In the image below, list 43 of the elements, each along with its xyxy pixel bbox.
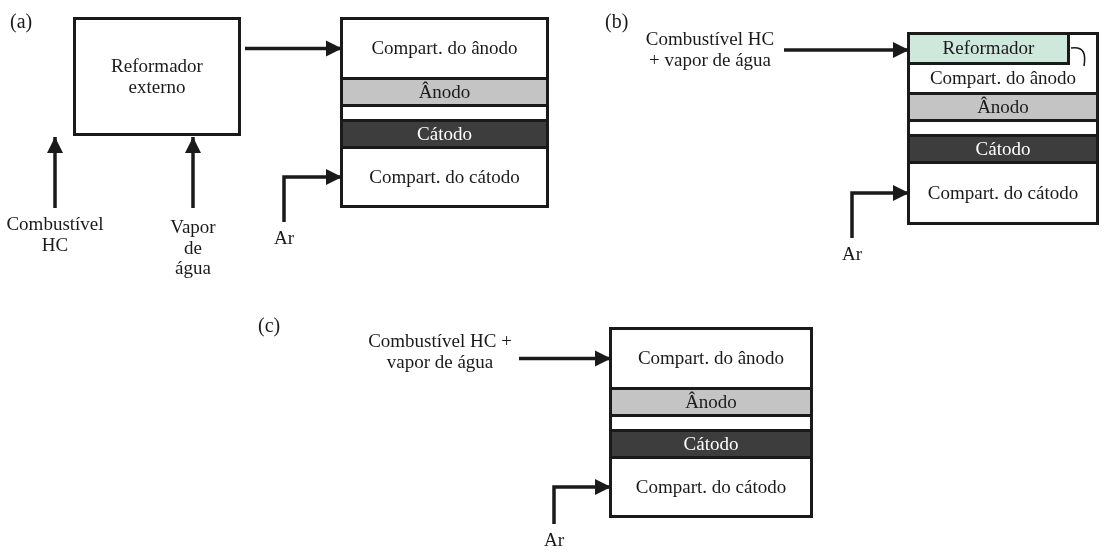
layer-text: Compart. do cátodo [369, 166, 520, 188]
layer-text: Ânodo [685, 391, 737, 413]
input-label: Combustível HC + vapor de água [365, 320, 515, 384]
cathode-layer [343, 119, 546, 149]
reformer-layer [910, 35, 1070, 65]
arrow [519, 350, 611, 367]
cathode-layer [910, 134, 1096, 164]
fuel-cell-box [609, 327, 813, 518]
anode-layer [910, 92, 1096, 122]
connector-line [1070, 46, 1086, 67]
fuel-cell-box [340, 17, 549, 208]
arrow [282, 168, 342, 222]
fuel-cell-box [907, 32, 1099, 225]
layer-text: Cátodo [975, 138, 1031, 160]
arrow [784, 41, 909, 59]
cathode-layer [612, 429, 810, 459]
anode-layer [612, 387, 810, 417]
input-label: Combustível HC + vapor de água [640, 18, 780, 82]
input-label: Ar [838, 242, 866, 266]
panel-label: (c) [258, 314, 281, 337]
layer-text: Compart. do ânodo [371, 38, 518, 59]
layer-text: Compart. do ânodo [929, 68, 1077, 89]
arrow [245, 40, 342, 57]
layer-text: Compart. do ânodo [637, 348, 785, 369]
layer-text: Compart. do cátodo [635, 476, 787, 498]
anode-layer [343, 77, 546, 107]
input-label: Ar [270, 226, 298, 250]
panel-label: (b) [605, 10, 629, 33]
input-label: Vapor de água [168, 210, 218, 286]
layer-text: Compart. do cátodo [927, 182, 1079, 204]
layer-text: Cátodo [683, 433, 739, 455]
arrow [552, 478, 611, 524]
arrow [850, 184, 909, 238]
panel-label: (a) [10, 10, 33, 33]
input-label: Ar [540, 528, 568, 552]
input-label: Combustível HC [5, 210, 105, 260]
layer-text: Ânodo [977, 96, 1029, 118]
layer-text: Cátodo [417, 123, 472, 145]
arrow [46, 137, 64, 208]
layer-text: Reformador [942, 38, 1035, 59]
arrow [184, 137, 202, 208]
layer-text: Ânodo [418, 81, 471, 103]
layer-text: Reformador externo [110, 55, 204, 98]
